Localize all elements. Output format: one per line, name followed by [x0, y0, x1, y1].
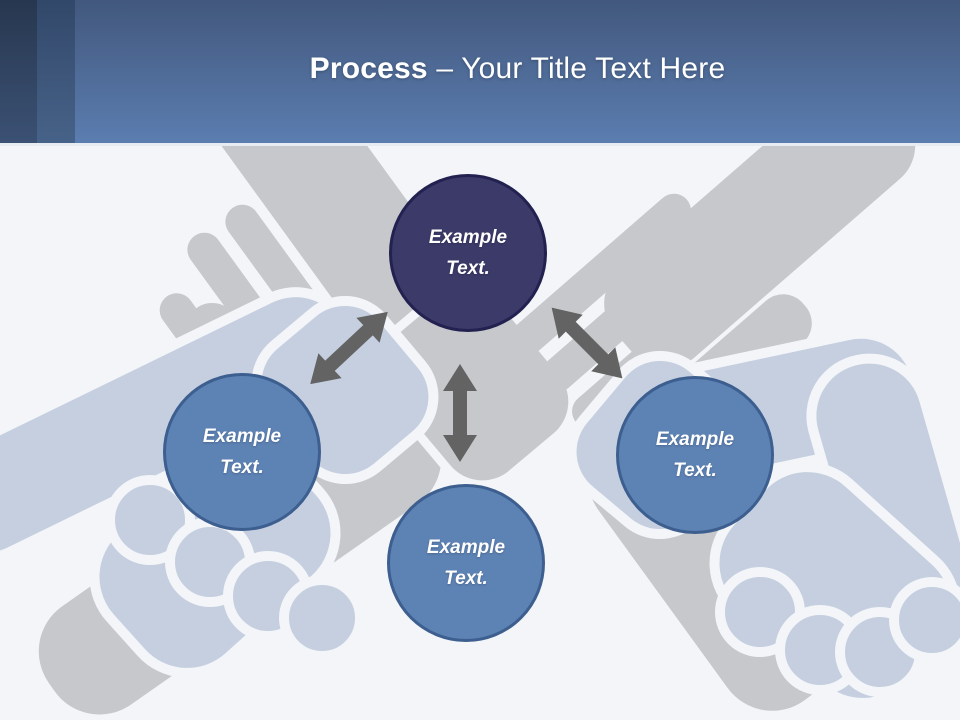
page-title-keyword: Process — [309, 52, 428, 85]
page-title-rest: Your Title Text Here — [461, 52, 726, 85]
double-arrow-top-to-bottom — [443, 364, 477, 462]
node-label-line: Example — [426, 537, 506, 558]
node-label-line: Text. — [446, 258, 490, 279]
left-blue-hand — [0, 287, 439, 678]
node-label-line: Example — [428, 227, 508, 248]
page-title: Process – Your Title Text Here — [75, 52, 960, 86]
double-arrow-top-to-left — [310, 311, 388, 385]
header-band: Process – Your Title Text Here — [0, 0, 960, 146]
node-label-line: Text. — [673, 460, 717, 481]
process-node-right: Example Text. — [616, 376, 774, 534]
node-label-line: Text. — [444, 568, 488, 589]
process-node-left: Example Text. — [163, 373, 321, 531]
right-blue-hand — [566, 328, 960, 708]
header-accent-stripe-dark — [0, 0, 37, 143]
node-label-line: Example — [202, 426, 282, 447]
double-arrow-top-to-right — [551, 307, 623, 379]
process-node-bottom: Example Text. — [387, 484, 545, 642]
page-title-separator: – — [427, 52, 462, 85]
connectors — [310, 307, 623, 462]
node-label-line: Text. — [220, 457, 264, 478]
header-accent-stripe-medium — [37, 0, 75, 143]
node-label-line: Example — [655, 429, 735, 450]
process-node-top: Example Text. — [389, 174, 547, 332]
